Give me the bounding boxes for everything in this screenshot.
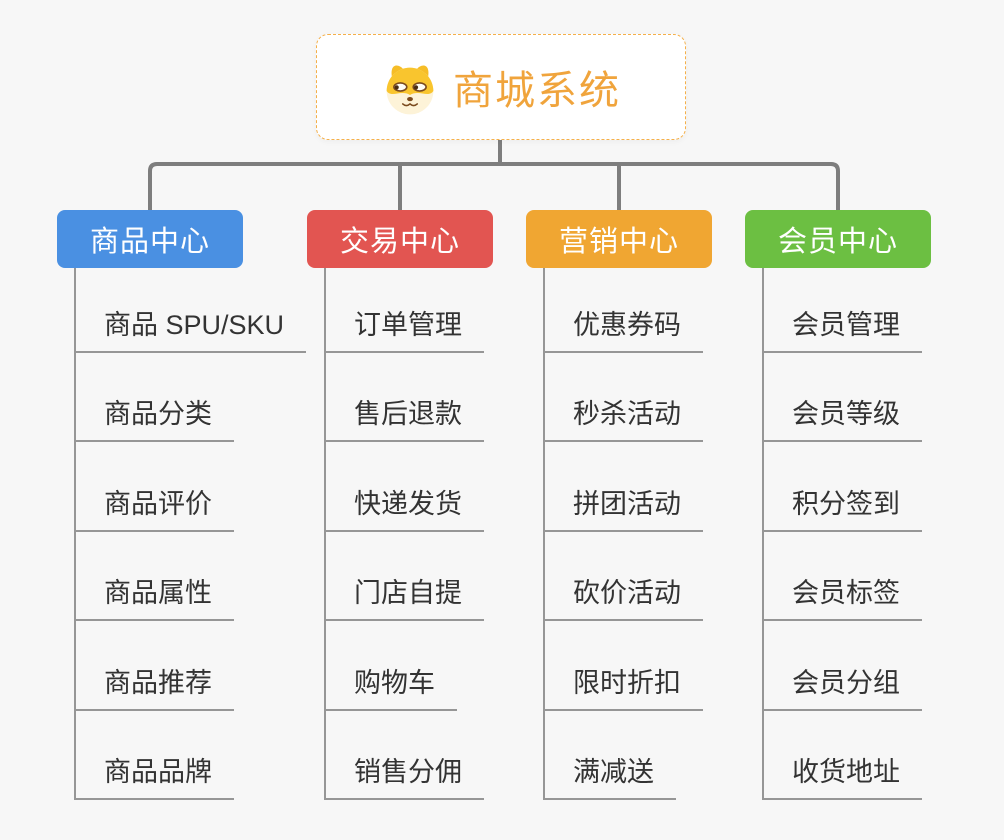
branch-label: 会员中心 bbox=[777, 226, 898, 258]
branch-node-3[interactable]: 营销中心 bbox=[526, 210, 712, 268]
branch-item[interactable]: 会员分组 bbox=[762, 661, 922, 711]
branch-item[interactable]: 砍价活动 bbox=[543, 571, 703, 621]
branch-label: 交易中心 bbox=[339, 226, 460, 258]
branch-item[interactable]: 商品评价 bbox=[74, 482, 234, 532]
branch-trunk-line bbox=[324, 268, 326, 800]
branch-node-1[interactable]: 商品中心 bbox=[57, 210, 243, 268]
branch-node-4[interactable]: 会员中心 bbox=[745, 210, 931, 268]
branch-item[interactable]: 优惠券码 bbox=[543, 303, 703, 353]
branch-item[interactable]: 秒杀活动 bbox=[543, 392, 703, 442]
branch-item[interactable]: 会员标签 bbox=[762, 571, 922, 621]
branch-item[interactable]: 销售分佣 bbox=[324, 750, 484, 800]
branch-item[interactable]: 门店自提 bbox=[324, 571, 484, 621]
branch-item[interactable]: 商品属性 bbox=[74, 571, 234, 621]
branch-label: 商品中心 bbox=[89, 226, 210, 258]
branch-item[interactable]: 会员管理 bbox=[762, 303, 922, 353]
branch-item[interactable]: 满减送 bbox=[543, 750, 676, 800]
branch-item[interactable]: 快递发货 bbox=[324, 482, 484, 532]
branch-item[interactable]: 限时折扣 bbox=[543, 661, 703, 711]
branch-item[interactable]: 会员等级 bbox=[762, 392, 922, 442]
root-title: 商城系统 bbox=[453, 69, 621, 113]
branch-item[interactable]: 商品分类 bbox=[74, 392, 234, 442]
branch-item[interactable]: 收货地址 bbox=[762, 750, 922, 800]
branch-item[interactable]: 购物车 bbox=[324, 661, 457, 711]
dog-face-icon bbox=[386, 65, 434, 115]
branch-trunk-line bbox=[762, 268, 764, 800]
branch-item[interactable]: 拼团活动 bbox=[543, 482, 703, 532]
branch-item[interactable]: 商品推荐 bbox=[74, 661, 234, 711]
branch-item[interactable]: 售后退款 bbox=[324, 392, 484, 442]
branch-node-2[interactable]: 交易中心 bbox=[307, 210, 493, 268]
branch-label: 营销中心 bbox=[558, 226, 679, 258]
branch-trunk-line bbox=[74, 268, 76, 800]
root-node[interactable]: 商城系统 bbox=[316, 34, 686, 140]
branch-item[interactable]: 订单管理 bbox=[324, 303, 484, 353]
branch-item[interactable]: 商品品牌 bbox=[74, 750, 234, 800]
branch-item[interactable]: 商品 SPU/SKU bbox=[74, 303, 307, 353]
branch-trunk-line bbox=[543, 268, 545, 800]
branch-item[interactable]: 积分签到 bbox=[762, 482, 922, 532]
